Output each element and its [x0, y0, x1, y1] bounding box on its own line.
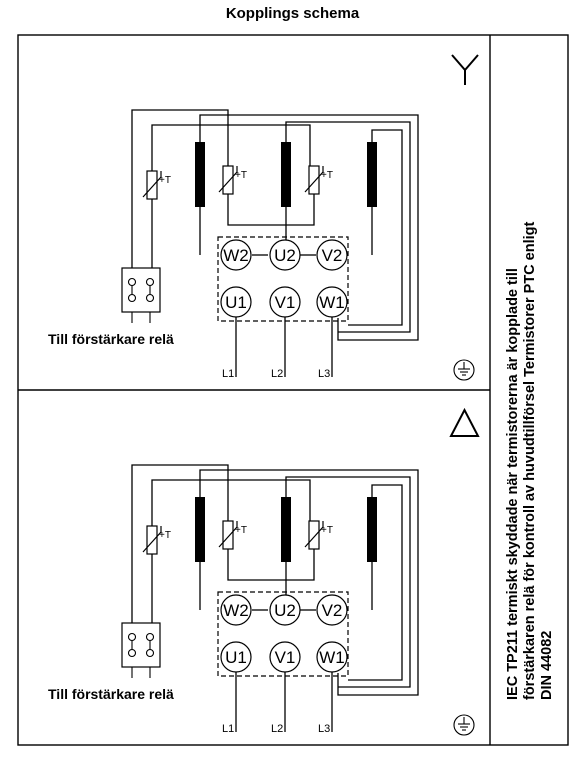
- terminal-label: W1: [319, 293, 345, 312]
- terminal-u2: U2: [269, 239, 301, 271]
- terminal-label: W2: [223, 246, 249, 265]
- coil-1: [195, 142, 205, 207]
- sensor-wire-a: [151, 479, 311, 526]
- thermistor-note: IEC TP211 termiskt skyddade när termisto…: [505, 0, 556, 700]
- terminal-label: W1: [319, 648, 345, 667]
- terminal-v2: V2: [316, 594, 348, 626]
- line-label-2: L2: [271, 368, 283, 380]
- coil-2: [281, 497, 291, 562]
- terminal-label: V2: [322, 601, 343, 620]
- thermistor-label: +T: [235, 170, 247, 181]
- coil-3: [367, 497, 377, 562]
- line-label-3: L3: [318, 723, 330, 735]
- thermistor-1: +T: [142, 525, 171, 555]
- thermistor-label: +T: [159, 175, 171, 186]
- wire-u2-loop: [285, 476, 411, 688]
- thermistor-3: +T: [304, 165, 333, 195]
- ground-icon: [453, 714, 475, 736]
- terminal-u1: U1: [220, 641, 252, 673]
- terminal-label: U1: [225, 293, 247, 312]
- thermistor-2: +T: [218, 520, 247, 550]
- terminal-label: V1: [275, 293, 296, 312]
- terminal-label: U2: [274, 246, 296, 265]
- terminal-w2: W2: [220, 594, 252, 626]
- terminal-v1: V1: [269, 286, 301, 318]
- relay-terminal-block: [121, 267, 161, 323]
- wire-v2-loop: [348, 484, 403, 681]
- wire-w2-loop: [199, 114, 419, 341]
- line-label-2: L2: [271, 723, 283, 735]
- thermistor-2: +T: [218, 165, 247, 195]
- star-y-symbol: [451, 54, 479, 85]
- delta-triangle-symbol: [449, 407, 480, 437]
- thermistor-1: +T: [142, 170, 171, 200]
- thermistor-label: +T: [321, 525, 333, 536]
- sensor-wire-d: [227, 549, 315, 581]
- ground-icon: [453, 359, 475, 381]
- sensor-wire-d: [227, 194, 315, 226]
- terminal-box: [217, 591, 349, 677]
- terminal-label: U2: [274, 601, 296, 620]
- terminal-w1: W1: [316, 641, 348, 673]
- thermistor-3: +T: [304, 520, 333, 550]
- terminal-label: V2: [322, 246, 343, 265]
- line-label-3: L3: [318, 368, 330, 380]
- coil-1: [195, 497, 205, 562]
- terminal-w1: W1: [316, 286, 348, 318]
- sensor-wire-b: [131, 464, 229, 630]
- line-label-1: L1: [222, 368, 234, 380]
- terminal-v2: V2: [316, 239, 348, 271]
- terminal-v1: V1: [269, 641, 301, 673]
- note-line-3: DIN 44082: [539, 630, 555, 700]
- relay-terminal-block: [121, 622, 161, 678]
- thermistor-label: +T: [321, 170, 333, 181]
- terminal-u2: U2: [269, 594, 301, 626]
- thermistor-label: +T: [159, 530, 171, 541]
- thermistor-label: +T: [235, 525, 247, 536]
- line-label-1: L1: [222, 723, 234, 735]
- note-line-2: förstärkaren relä för kontroll av huvudt…: [522, 221, 538, 700]
- coil-2: [281, 142, 291, 207]
- sensor-wire-b: [131, 109, 229, 275]
- page-title: Kopplings schema: [225, 5, 360, 22]
- sensor-wire-a: [151, 124, 311, 171]
- note-line-1: IEC TP211 termiskt skyddade när termisto…: [505, 268, 521, 700]
- terminal-label: W2: [223, 601, 249, 620]
- wire-w2-loop: [199, 469, 419, 696]
- terminal-w2: W2: [220, 239, 252, 271]
- terminal-box: [217, 236, 349, 322]
- terminal-u1: U1: [220, 286, 252, 318]
- coil-3: [367, 142, 377, 207]
- amplifier-relay-label: Till förstärkare relä: [48, 686, 174, 702]
- terminal-label: V1: [275, 648, 296, 667]
- amplifier-relay-label: Till förstärkare relä: [48, 331, 174, 347]
- terminal-label: U1: [225, 648, 247, 667]
- wire-u2-loop: [285, 121, 411, 333]
- wire-v2-loop: [348, 129, 403, 326]
